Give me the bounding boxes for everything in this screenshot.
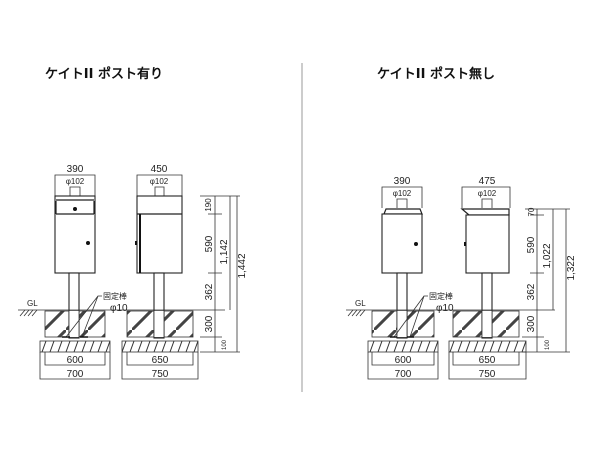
door-knob-icon: [86, 241, 90, 245]
dim-gravel: 100: [222, 339, 228, 350]
dim-foundation: 300: [526, 315, 537, 332]
rod-leader: [65, 295, 102, 338]
base-outer-label: 750: [152, 369, 169, 380]
post: [396, 272, 408, 339]
front-view: 390 φ102 600 700 固定棒 φ10: [39, 164, 128, 380]
dim-total: 1,442: [237, 253, 248, 278]
mail-slot: [55, 199, 95, 215]
dim-post: 362: [204, 283, 215, 300]
gravel-base: [448, 340, 527, 353]
rod-diameter-label: φ10: [436, 303, 454, 314]
panel-title: ケイトII ポスト有り: [45, 66, 163, 82]
dim-total: 1,322: [566, 255, 577, 280]
mailbox-lid: [383, 208, 423, 215]
base-outer-label: 700: [395, 369, 412, 380]
front-view: 390 φ102 600 700 固定棒 φ10: [367, 176, 454, 380]
rod-label: 固定棒: [429, 291, 453, 301]
front-width-label: 390: [67, 164, 84, 175]
base-inner-label: 650: [479, 355, 496, 366]
base-inner-label: 650: [152, 355, 169, 366]
rod-label: 固定棒: [103, 291, 127, 301]
panel-title: ケイトII ポスト無し: [377, 66, 495, 82]
pipe-diameter-label: φ102: [393, 189, 412, 198]
gravel-base: [39, 340, 111, 353]
base-outer-label: 750: [479, 369, 496, 380]
mailbox-side: [465, 214, 510, 274]
height-dimensions: 70 590 362 300 100 1,022 1,322: [522, 207, 577, 353]
mailbox-side: [136, 195, 183, 274]
dim-body: 590: [526, 236, 537, 253]
post: [68, 272, 80, 339]
front-width-label: 390: [394, 176, 411, 187]
dim-post: 362: [526, 283, 537, 300]
base-outer-label: 700: [67, 369, 84, 380]
slot-knob-icon: [73, 207, 77, 211]
gl-label: GL: [27, 299, 38, 308]
side-view: 450 φ102 650 750: [121, 164, 199, 380]
base-inner-label: 600: [395, 355, 412, 366]
dim-above-gl: 1,022: [542, 243, 553, 268]
gravel-base: [121, 340, 199, 353]
dim-top: 70: [527, 207, 536, 216]
height-dimensions: 190 590 362 300 100 1,142 1,442: [200, 195, 248, 353]
pipe-diameter-label: φ102: [66, 177, 85, 186]
post: [481, 272, 493, 339]
door-knob-icon: [414, 242, 418, 246]
panel-with-post: ケイトII ポスト有り 390 φ102 600 700 固定棒 φ10: [18, 66, 248, 380]
gravel-base: [367, 340, 439, 353]
dim-above-gl: 1,142: [219, 239, 230, 264]
pipe-stub: [69, 186, 81, 196]
side-view: 475 φ102 650 750: [448, 176, 527, 380]
dim-top: 190: [204, 198, 213, 212]
panel-without-post: ケイトII ポスト無し 390 φ102 600 700 固定棒 φ10 475: [346, 66, 577, 380]
side-width-dimension: [136, 174, 183, 196]
side-width-label: 450: [151, 164, 168, 175]
rod-leader: [393, 295, 428, 338]
side-width-label: 475: [479, 176, 496, 187]
post: [153, 272, 165, 339]
front-width-dimension: [54, 174, 96, 196]
pipe-diameter-label: φ102: [478, 189, 497, 198]
base-dimension-lines: [39, 352, 111, 380]
pipe-diameter-label: φ102: [150, 177, 169, 186]
rod-diameter-label: φ10: [110, 303, 128, 314]
dim-foundation: 300: [204, 315, 215, 332]
dim-gravel: 100: [545, 339, 551, 350]
dim-body: 590: [204, 235, 215, 252]
gl-label: GL: [355, 299, 366, 308]
base-inner-label: 600: [67, 355, 84, 366]
mailbox-lid: [460, 208, 510, 216]
